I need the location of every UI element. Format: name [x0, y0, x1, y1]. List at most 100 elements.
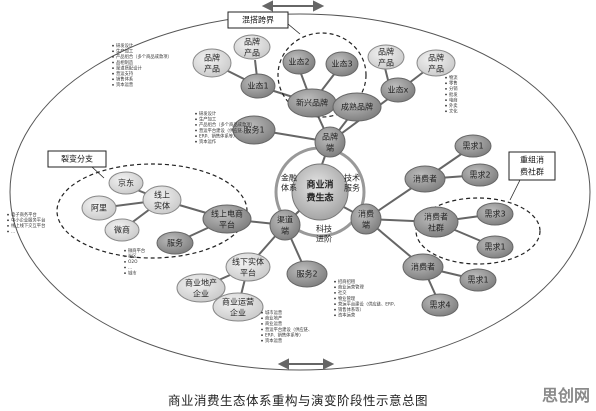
- note-bullet: [124, 249, 126, 252]
- demand1-b-label: 需求1: [484, 242, 505, 252]
- note-bullet: [195, 124, 197, 126]
- center-label-1: 商业消: [306, 179, 333, 191]
- top-double-arrow: [261, 0, 325, 12]
- note-bullet: [445, 76, 447, 79]
- jd-node: 京东: [108, 171, 144, 195]
- brand-hub-label-1: 品牌: [322, 132, 338, 142]
- demand4-c-label: 需求4: [429, 300, 450, 310]
- note-line: 商业运营: [265, 320, 283, 327]
- note-line: O2O: [128, 259, 138, 265]
- note-bullet: [112, 72, 114, 75]
- center-label-2: 费生态: [306, 192, 333, 204]
- mature-brand-label: 成熟品牌: [341, 102, 373, 112]
- note-bullet: [7, 219, 9, 222]
- business1-label: 业态1: [247, 81, 268, 91]
- note-line: 中小企业服务平台: [11, 217, 45, 224]
- consumer-a-node: 消费者: [404, 165, 446, 193]
- note-line: 物流: [449, 74, 458, 81]
- businessx-label: 业态x: [388, 85, 409, 95]
- note-line: 物业管理: [338, 295, 356, 302]
- businessx-node: 业态x: [380, 77, 416, 103]
- service-c-node: 服务: [156, 231, 194, 255]
- consumer-hub: 消费 端: [350, 203, 382, 235]
- community-callout: 重组消 费社群: [508, 151, 556, 201]
- note-left: 电子商务平台中小企业服务平台线上线下交互平台...: [7, 211, 45, 235]
- note-bottom-right: 招商招租商业运营管理社交物业管理营运平台建设（供应链、ERP、销售体系等）资本运…: [334, 278, 398, 319]
- note-line: 批发: [449, 91, 458, 98]
- business3-node: 业态3: [325, 51, 359, 77]
- note-bullet: [7, 213, 9, 216]
- consumer-group-label-1: 消费者: [424, 212, 448, 222]
- note-line: 研发设计: [116, 42, 134, 49]
- note-line: 商业地产: [265, 315, 282, 322]
- new-brand-node: 新兴品牌: [287, 88, 337, 118]
- demand2-a-label: 需求2: [469, 170, 490, 180]
- note-bullet: [112, 78, 114, 81]
- center-node: 商业消 费生态: [291, 163, 349, 221]
- brand-product-c-node: 品牌 产品: [367, 44, 405, 70]
- consumer-a-label: 消费者: [413, 174, 437, 184]
- wei-label: 微商: [114, 225, 130, 235]
- brand-product-d-label-2: 产品: [428, 64, 444, 74]
- offline-entity-label-1: 线下实体: [232, 257, 264, 267]
- note-bullet: [112, 84, 114, 86]
- business3-label: 业态3: [331, 59, 352, 69]
- service-c-label: 服务: [167, 238, 183, 248]
- offline-entity-node: 线下实体 平台: [225, 252, 271, 282]
- note-line: 商业运营管理: [338, 284, 364, 291]
- consumer-hub-label-2: 端: [362, 220, 370, 230]
- note-bullet: [112, 56, 114, 58]
- online-entity-label-1: 线上: [154, 190, 170, 200]
- demand2-a-node: 需求2: [461, 163, 499, 187]
- note-line: 营运平台建设（供应链、ERP、: [338, 300, 398, 307]
- note-line: ERP、销售体系等）: [265, 331, 303, 338]
- real-estate-label-2: 企业: [193, 289, 209, 299]
- note-line: 社交: [338, 289, 347, 296]
- note-bullet: [112, 44, 114, 47]
- community-dashed-ring: [415, 197, 541, 265]
- real-estate-label-1: 商业地产: [185, 278, 217, 288]
- note-line: 城市运营: [265, 309, 283, 316]
- outer-ellipse: [9, 13, 591, 371]
- note-line: ...: [11, 230, 15, 235]
- ali-node: 阿里: [81, 195, 117, 221]
- service1-label: 服务1: [243, 125, 264, 135]
- real-estate-node: 商业地产 企业: [176, 273, 226, 303]
- service2-label: 服务2: [296, 269, 317, 279]
- note-bullet: [124, 272, 126, 274]
- tech-service-label-2: 服务: [344, 183, 360, 193]
- crossover-label: 混搭跨界: [242, 15, 274, 25]
- note-bullet: [261, 311, 263, 314]
- retail-node: 商业运营 企业: [212, 292, 264, 322]
- note-line: 品相制造: [116, 59, 134, 66]
- figure-caption: 商业消费生态体系重构与演变阶段性示意总图: [167, 393, 428, 408]
- note-bullet: [334, 308, 336, 311]
- note-bullet: [112, 50, 114, 53]
- note-line: 渠道搭配设计: [116, 64, 142, 71]
- tech-enter-label-2: 进阶: [316, 234, 332, 244]
- online-entity-node: 线上 实体: [142, 185, 182, 215]
- note-line: 产品组合（多个商品或款项）: [116, 53, 172, 60]
- offline-entity-label-2: 平台: [240, 268, 256, 278]
- note-bullet: [445, 104, 447, 107]
- note-bullet: [7, 225, 9, 227]
- community-label-1: 重组消: [520, 155, 544, 165]
- brand-product-d-node: 品牌 产品: [416, 49, 456, 77]
- note-bullet: [261, 323, 263, 325]
- note-bullet: [195, 112, 197, 115]
- note-line: 招商招租: [338, 278, 356, 285]
- note-line: 资本运作: [199, 138, 217, 145]
- note-line: ...: [128, 266, 132, 271]
- note-bullet: [445, 93, 447, 96]
- note-line: 营运支持: [116, 70, 134, 77]
- ring-labels: 金融 体系 技术 服务 科技 进阶: [281, 173, 360, 244]
- retail-label-2: 企业: [230, 308, 246, 318]
- finance-label-1: 金融: [281, 173, 297, 183]
- consumer-hub-label-1: 消费: [358, 209, 374, 219]
- fission-callout: 裂变分支: [47, 150, 107, 179]
- wei-node: 微商: [104, 218, 140, 242]
- note-line: 线上线下交互平台: [11, 222, 45, 229]
- demand1-a-label: 需求1: [462, 141, 483, 151]
